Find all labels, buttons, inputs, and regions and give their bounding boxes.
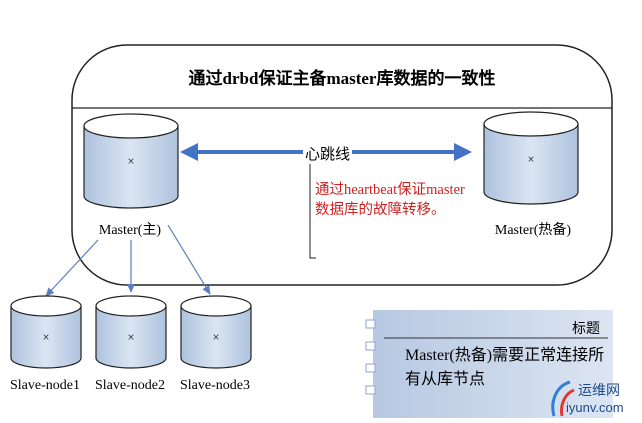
card-body: Master(热备)需要正常连接所有从库节点 (405, 347, 605, 388)
note-card (365, 310, 613, 418)
svg-text:×: × (127, 333, 135, 343)
standby-node-label: Master(热备) (494, 223, 572, 238)
watermark-domain: iyunv.com (566, 400, 624, 415)
svg-text:×: × (212, 333, 220, 343)
master-db-icon: × (83, 113, 179, 209)
master-node-label: Master(主) (98, 223, 162, 238)
svg-text:×: × (42, 333, 50, 343)
failover-note: 通过heartbeat保证master数据库的故障转移。 (315, 182, 465, 218)
container-box (71, 44, 613, 286)
heartbeat-arrow-right-head (454, 143, 472, 161)
slave-node-label: Slave-node3 (180, 378, 250, 393)
slave-node-label: Slave-node1 (10, 378, 80, 393)
standby-db-icon: × (483, 111, 579, 205)
svg-text:×: × (127, 157, 135, 167)
slave-node-label: Slave-node2 (95, 378, 165, 393)
card-title: 标题 (572, 322, 600, 337)
slave1-db-icon: × (10, 295, 82, 369)
slave2-db-icon: × (95, 295, 167, 369)
arrow-master-slave3 (167, 224, 211, 295)
heartbeat-label: 心跳线 (303, 143, 353, 164)
svg-text:×: × (527, 155, 535, 165)
diagram-title: 通过drbd保证主备master库数据的一致性 (188, 69, 496, 88)
heartbeat-arrow-left-head (180, 143, 198, 161)
watermark-logo-icon (551, 380, 575, 417)
slave3-db-icon: × (180, 295, 252, 369)
watermark-brand: 运维网 (578, 382, 620, 398)
arrow-master-slave1 (45, 239, 99, 297)
